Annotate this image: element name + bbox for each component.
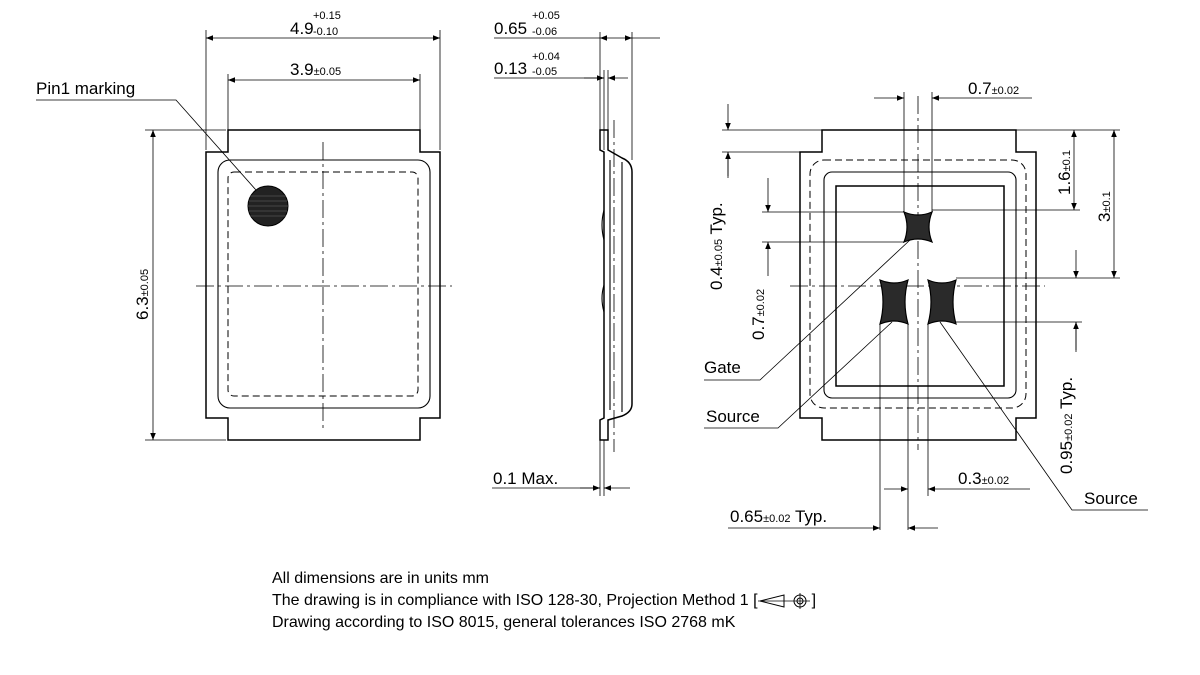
dim-0-65-typ: 0.65±0.02 Typ. [730, 507, 827, 526]
top-view-outline [205, 129, 441, 441]
source-pad-left [879, 278, 909, 326]
dim-width-4-9: 4.9 [290, 19, 314, 38]
source-label-left: Source [706, 407, 760, 426]
dim-lead-0-13: 0.13 [494, 59, 527, 78]
note-projection: The drawing is in compliance with ISO 12… [272, 590, 816, 612]
dim-1-6: 1.6±0.1 [1055, 150, 1074, 195]
dim-pad-width-0-7: 0.7±0.02 [968, 79, 1019, 98]
note-projection-close: ] [811, 592, 817, 609]
dim-0-4-typ: 0.4±0.05 Typ. [707, 202, 726, 290]
dim-width-4-9-tol-lower: -0.10 [313, 26, 338, 38]
dim-0-95-typ: 0.95±0.02 Typ. [1057, 377, 1076, 474]
pin1-leader [36, 99, 257, 191]
dim-thickness-0-65: 0.65 [494, 19, 527, 38]
side-view-outline [599, 129, 633, 441]
note-projection-text: The drawing is in compliance with ISO 12… [272, 592, 758, 609]
source-leader-right [939, 321, 1148, 511]
gate-leader [704, 239, 911, 381]
dim-height-6-3: 6.3±0.05 [133, 269, 152, 320]
dim-3: 3±0.1 [1095, 191, 1114, 222]
dim-standoff: 0.1 Max. [493, 469, 558, 488]
dim-thickness-tol-upper: +0.05 [532, 10, 560, 22]
dim-width-3-9: 3.9±0.05 [290, 60, 341, 79]
pin1-label: Pin1 marking [36, 79, 135, 98]
gate-label: Gate [704, 358, 741, 377]
drawing-notes: All dimensions are in units mm The drawi… [272, 568, 816, 634]
source-pad-right [927, 278, 957, 326]
side-view: 0.65 +0.05 -0.06 0.13 +0.04 -0.05 0.1 Ma… [492, 10, 660, 496]
source-label-right: Source [1084, 489, 1138, 508]
bottom-view: 0.7±0.02 1.6±0.1 3±0.1 0.4±0.05 Typ. 0.7… [704, 79, 1148, 531]
gate-pad [902, 210, 934, 244]
dim-0-3: 0.3±0.02 [958, 469, 1009, 488]
top-view-inner-outline [217, 159, 431, 409]
dim-thickness-tol-lower: -0.06 [532, 26, 557, 38]
source-leader-left [704, 321, 893, 429]
note-tolerances: Drawing according to ISO 8015, general t… [272, 614, 736, 631]
dim-lead-tol-upper: +0.04 [532, 51, 560, 63]
top-view: Pin1 marking 4.9 +0.15 -0.10 3.9±0.05 6.… [36, 10, 452, 441]
projection-method-icon [757, 592, 810, 609]
note-units: All dimensions are in units mm [272, 570, 489, 587]
dim-width-4-9-tol-upper: +0.15 [313, 10, 341, 22]
dim-lead-tol-lower: -0.05 [532, 66, 557, 78]
dim-0-7-vertical: 0.7±0.02 [749, 289, 768, 340]
pin1-hatch [248, 195, 288, 217]
